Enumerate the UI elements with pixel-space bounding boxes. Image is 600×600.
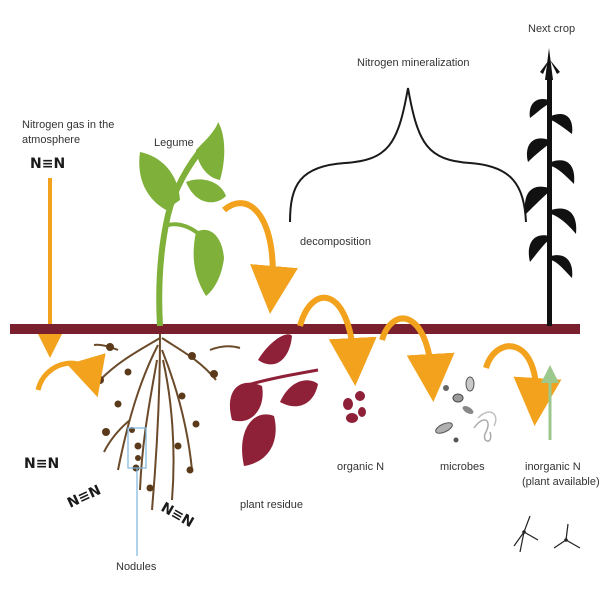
root-left-1 bbox=[99, 337, 161, 381]
n2-molecule-soil-middle: N≡N bbox=[65, 482, 104, 511]
legume-label: Legume bbox=[154, 137, 194, 149]
legume-leaf-top-right bbox=[196, 122, 225, 180]
corn-tassel-branch bbox=[540, 60, 549, 74]
corn-leaf bbox=[551, 160, 575, 184]
root-fork-1 bbox=[93, 343, 119, 351]
organic-particle bbox=[355, 391, 365, 401]
legume-branch bbox=[167, 222, 202, 237]
n2-molecule-soil-left: N≡N bbox=[24, 456, 59, 472]
microbe bbox=[435, 422, 453, 434]
corn-leaf bbox=[529, 98, 549, 118]
nodule bbox=[174, 442, 182, 450]
legume-leaf-mid-right bbox=[186, 179, 226, 203]
nodules-label: Nodules bbox=[116, 561, 157, 573]
n2-molecule-atmosphere: N≡N bbox=[30, 156, 65, 172]
nodule bbox=[188, 352, 196, 360]
mineralization-label: Nitrogen mineralization bbox=[357, 57, 470, 69]
legume-stem bbox=[156, 143, 208, 327]
microbe-filaments bbox=[473, 419, 492, 442]
microbes-cluster bbox=[435, 376, 497, 443]
residue-to-organic-arrow bbox=[297, 294, 377, 386]
corn-leaf bbox=[524, 186, 549, 214]
residue-leaf-2 bbox=[229, 382, 263, 422]
root-fork-2 bbox=[209, 345, 241, 351]
plant-residue-label: plant residue bbox=[240, 499, 303, 511]
nitrate-center-atom-icon bbox=[564, 538, 568, 542]
nodule bbox=[192, 420, 200, 428]
inorganic-n-label-line1: inorganic N bbox=[525, 461, 581, 473]
organic-to-microbes-arrow bbox=[379, 315, 455, 402]
microbe bbox=[465, 376, 475, 392]
atmosphere-label-line1: Nitrogen gas in the bbox=[22, 119, 114, 131]
nodule bbox=[134, 442, 142, 450]
nodule bbox=[178, 392, 186, 400]
corn-leaf bbox=[551, 208, 577, 234]
root-right-3 bbox=[162, 359, 175, 501]
root-left-2 bbox=[117, 344, 159, 471]
root-fork-3 bbox=[103, 419, 131, 453]
legume-to-residue-arrow bbox=[222, 200, 298, 314]
root-right-2 bbox=[161, 349, 193, 471]
nodule bbox=[124, 368, 132, 376]
legume-leaf-top-left bbox=[139, 152, 180, 210]
corn-stalk bbox=[547, 80, 552, 326]
root-tap bbox=[151, 333, 161, 511]
nodule bbox=[102, 428, 110, 436]
organic-n-label: organic N bbox=[337, 461, 384, 473]
atmosphere-label-line2: atmosphere bbox=[22, 134, 80, 146]
root-left-3 bbox=[139, 359, 158, 491]
organic-particle bbox=[346, 413, 358, 423]
nodule bbox=[96, 376, 104, 384]
nodule bbox=[146, 484, 154, 492]
microbes-to-inorganic-arrow bbox=[483, 343, 562, 426]
ammonium-structure-icon bbox=[513, 515, 539, 553]
next-crop-label: Next crop bbox=[528, 23, 575, 35]
microbe bbox=[462, 406, 474, 414]
organic-particle bbox=[343, 398, 353, 410]
plant-residue bbox=[229, 334, 319, 466]
mineralization-brace bbox=[289, 87, 527, 223]
corn-leaf bbox=[551, 255, 573, 278]
n2-molecule-soil-right: N≡N bbox=[158, 500, 196, 531]
microbe bbox=[452, 393, 464, 403]
soil-surface-line bbox=[10, 324, 580, 334]
decomposition-label: decomposition bbox=[300, 236, 371, 248]
corn-tassel bbox=[545, 48, 553, 80]
microbe bbox=[453, 437, 459, 443]
microbes-label: microbes bbox=[440, 461, 485, 473]
organic-particle bbox=[358, 407, 366, 417]
nodule bbox=[106, 343, 114, 351]
nitrate-structure-icon bbox=[553, 523, 581, 549]
n2-to-roots-arrow bbox=[35, 353, 106, 398]
legume-roots bbox=[93, 333, 241, 511]
residue-leaf-1 bbox=[258, 334, 292, 365]
residue-leaf-3 bbox=[242, 414, 276, 466]
nodule bbox=[186, 466, 194, 474]
legume-plant bbox=[139, 122, 226, 327]
organic-n-particles bbox=[343, 391, 366, 423]
residue-leaf-4 bbox=[280, 380, 318, 407]
corn-leaf bbox=[526, 138, 549, 162]
nodule bbox=[135, 455, 141, 461]
legume-leaf-lower-right bbox=[193, 229, 224, 296]
nodule bbox=[114, 400, 122, 408]
inorganic-n-label-line2: (plant available) bbox=[522, 476, 600, 488]
corn-leaf bbox=[551, 114, 573, 134]
corn-plant-icon bbox=[524, 48, 577, 326]
microbe bbox=[443, 385, 449, 391]
corn-leaf bbox=[528, 235, 549, 262]
microbe-filaments bbox=[477, 411, 497, 427]
nodule bbox=[210, 370, 218, 378]
corn-tassel-branch bbox=[550, 60, 560, 74]
ammonium-center-atom-icon bbox=[522, 530, 526, 534]
